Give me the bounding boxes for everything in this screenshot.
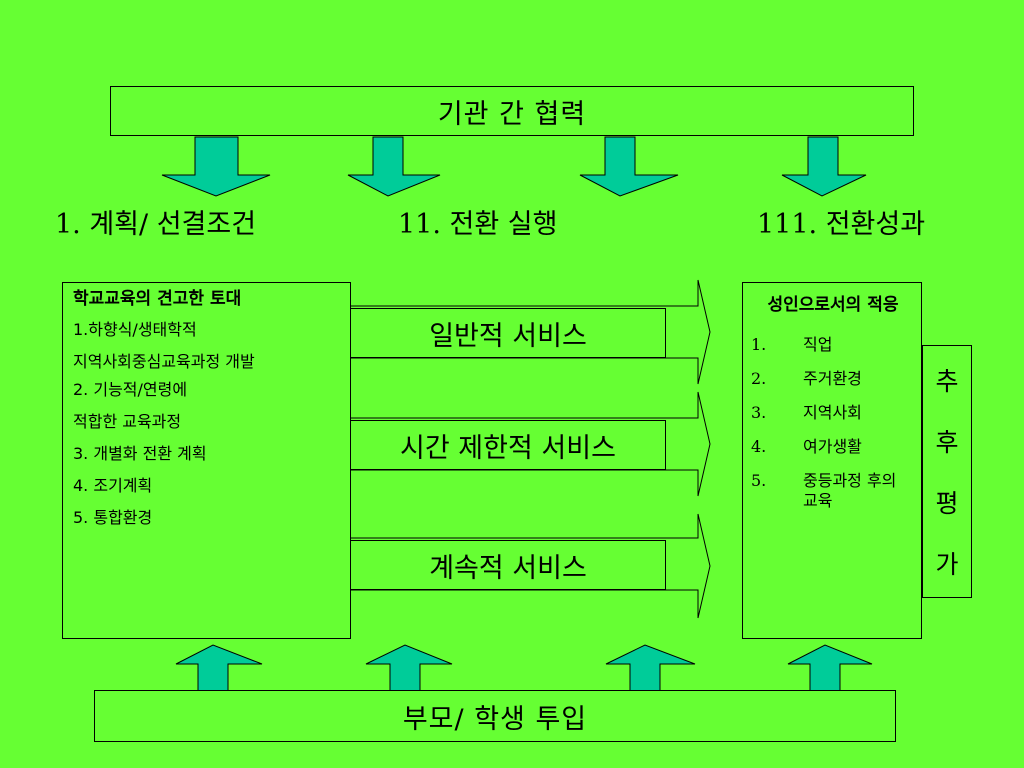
ongoing-service-box: 계속적 서비스 [350, 540, 666, 590]
follow-up-evaluation-box: 추 후 평 가 [922, 345, 972, 598]
outcome-item: 3. 지역사회 [751, 403, 862, 422]
time-limited-service-box: 시간 제한적 서비스 [350, 420, 666, 470]
transition-arrow-2-outline [350, 391, 711, 497]
phase-1-label: 1. 계획/ 선결조건 [55, 209, 257, 240]
adult-adjustment-box: 성인으로서의 적응 1. 직업 2. 주거환경 3. 지역사회 4. 여가생활 … [742, 282, 922, 639]
transition-arrow-3-outline [350, 513, 711, 619]
ongoing-service-label: 계속적 서비스 [429, 552, 587, 584]
foundation-line-1: 1.하향식/생태학적 [73, 320, 197, 339]
foundation-line-2: 지역사회중심교육과정 개발 [73, 352, 255, 371]
school-foundation-box: 학교교육의 견고한 토대 1.하향식/생태학적 지역사회중심교육과정 개발 2.… [62, 282, 351, 639]
down-arrow-1 [161, 136, 271, 197]
foundation-line-3: 2. 기능적/연령에 [73, 380, 188, 399]
follow-up-char-3: 평 [935, 488, 959, 518]
general-service-box: 일반적 서비스 [350, 308, 666, 358]
adult-adjustment-heading: 성인으로서의 적응 [767, 295, 899, 315]
foundation-line-6: 4. 조기계획 [73, 476, 153, 495]
phase-2-label: 11. 전환 실행 [398, 209, 558, 240]
interagency-cooperation-banner: 기관 간 협력 [110, 86, 914, 136]
foundation-line-4: 적합한 교육과정 [73, 412, 182, 431]
top-banner-label: 기관 간 협력 [437, 98, 587, 130]
bottom-banner-label: 부모/ 학생 투입 [402, 703, 588, 735]
down-arrow-3 [579, 136, 679, 197]
follow-up-char-4: 가 [935, 549, 959, 579]
outcome-item: 1. 직업 [751, 335, 833, 354]
school-foundation-heading: 학교교육의 견고한 토대 [73, 289, 242, 309]
outcome-item: 2. 주거환경 [751, 369, 862, 388]
follow-up-char-1: 추 [935, 367, 959, 397]
foundation-line-5: 3. 개별화 전환 계획 [73, 444, 207, 463]
general-service-label: 일반적 서비스 [429, 320, 587, 352]
transition-arrow-1-outline [350, 279, 711, 385]
outcome-item: 4. 여가생활 [751, 437, 862, 456]
down-arrow-2 [347, 136, 441, 197]
phase-3-label: 111. 전환성과 [757, 209, 926, 240]
outcome-item: 5. 중등과정 후의 교육 [751, 471, 897, 510]
parent-student-input-banner: 부모/ 학생 투입 [94, 690, 896, 742]
foundation-line-7: 5. 통합환경 [73, 508, 153, 527]
down-arrow-4 [781, 136, 867, 197]
time-limited-service-label: 시간 제한적 서비스 [400, 432, 616, 464]
follow-up-char-2: 후 [935, 428, 959, 458]
